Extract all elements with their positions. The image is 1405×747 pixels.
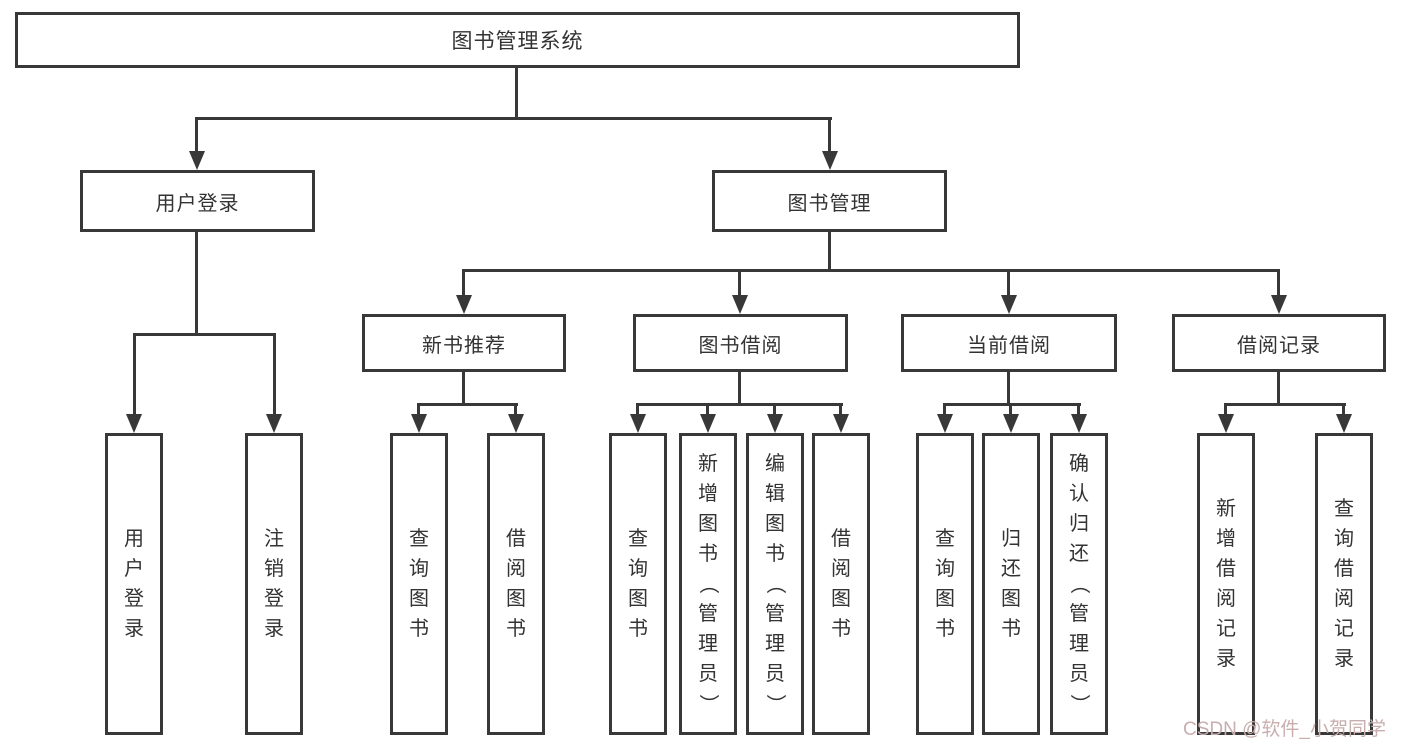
node-label: 图书管理 xyxy=(787,192,872,215)
connector-stub xyxy=(1007,269,1010,297)
node-label: 用户登录 xyxy=(155,192,240,215)
arrow-down-icon xyxy=(630,414,646,433)
connector-stub xyxy=(195,117,198,153)
leaf-query-books-current: 查询图书 xyxy=(916,433,974,735)
leaf-logout: 注销登录 xyxy=(245,433,303,735)
leaf-add-books-admin: 新增图书（管理员） xyxy=(679,433,737,735)
connector-stub xyxy=(1224,403,1227,416)
connector-root-split xyxy=(196,117,832,120)
connector-bookmgmt-drop xyxy=(828,232,831,272)
arrow-down-icon xyxy=(1218,414,1234,433)
connector-bookborrow-split xyxy=(636,403,843,406)
connector-stub xyxy=(133,333,136,415)
connector-stub xyxy=(273,333,276,415)
connector-stub xyxy=(828,117,831,153)
leaf-query-books-recommend: 查询图书 xyxy=(390,433,448,735)
node-label: 图书管理系统 xyxy=(451,30,584,53)
connector-newbook-split xyxy=(417,403,518,406)
arrow-down-icon xyxy=(126,414,142,433)
connector-stub xyxy=(1342,403,1345,416)
connector-stub xyxy=(839,403,842,416)
node-current-borrowing: 当前借阅 xyxy=(901,314,1117,372)
arrow-down-icon xyxy=(937,414,953,433)
leaf-edit-books-admin: 编辑图书（管理员） xyxy=(746,433,804,735)
leaf-add-borrow-record: 新增借阅记录 xyxy=(1197,433,1255,735)
arrow-down-icon xyxy=(1336,414,1352,433)
leaf-user-login: 用户登录 xyxy=(105,433,163,735)
arrow-down-icon xyxy=(411,414,427,433)
connector-stub xyxy=(636,403,639,416)
connector-bookborrow-drop xyxy=(738,372,741,406)
arrow-down-icon xyxy=(1071,414,1087,433)
connector-newbook-drop xyxy=(462,372,465,406)
node-user-login: 用户登录 xyxy=(80,170,315,232)
leaf-borrow-books-recommend: 借阅图书 xyxy=(487,433,545,735)
node-label: 图书借阅 xyxy=(698,334,783,357)
arrow-down-icon xyxy=(700,414,716,433)
connector-currentborrow-split xyxy=(943,403,1081,406)
node-book-management: 图书管理 xyxy=(712,170,947,232)
connector-root-drop xyxy=(515,68,518,118)
connector-stub xyxy=(706,403,709,416)
connector-currentborrow-drop xyxy=(1007,372,1010,406)
leaf-query-books-borrowing: 查询图书 xyxy=(609,433,667,735)
connector-records-drop xyxy=(1277,372,1280,406)
leaf-query-borrow-record: 查询借阅记录 xyxy=(1315,433,1373,735)
csdn-watermark: CSDN @软件_小贺同学 xyxy=(1183,719,1386,740)
leaf-borrow-books: 借阅图书 xyxy=(812,433,870,735)
node-book-borrowing: 图书借阅 xyxy=(633,314,848,372)
connector-stub xyxy=(417,403,420,416)
node-label: 借阅记录 xyxy=(1237,334,1321,357)
connector-stub xyxy=(773,403,776,416)
arrow-down-icon xyxy=(456,295,472,314)
connector-bookmgmt-split xyxy=(462,269,1280,272)
node-label: 当前借阅 xyxy=(967,334,1051,357)
connector-userlogin-split xyxy=(133,333,276,336)
arrow-down-icon xyxy=(508,414,524,433)
connector-stub xyxy=(462,269,465,297)
connector-stub xyxy=(1009,403,1012,416)
node-new-book-recommendation: 新书推荐 xyxy=(362,314,566,372)
connector-stub xyxy=(943,403,946,416)
connector-stub xyxy=(1277,269,1280,297)
arrow-down-icon xyxy=(767,414,783,433)
node-library-management-system: 图书管理系统 xyxy=(15,12,1020,68)
arrow-down-icon xyxy=(833,414,849,433)
arrow-down-icon xyxy=(1003,414,1019,433)
node-label: 新书推荐 xyxy=(422,334,506,357)
leaf-confirm-return-admin: 确认归还（管理员） xyxy=(1050,433,1108,735)
arrow-down-icon xyxy=(1001,295,1017,314)
arrow-down-icon xyxy=(1271,295,1287,314)
arrow-down-icon xyxy=(266,414,282,433)
arrow-down-icon xyxy=(732,295,748,314)
arrow-down-icon xyxy=(822,151,838,170)
connector-records-split xyxy=(1224,403,1346,406)
connector-stub xyxy=(738,269,741,297)
leaf-return-books: 归还图书 xyxy=(982,433,1040,735)
connector-userlogin-drop xyxy=(195,232,198,336)
connector-stub xyxy=(1077,403,1080,416)
arrow-down-icon xyxy=(189,151,205,170)
connector-stub xyxy=(514,403,517,416)
node-borrowing-records: 借阅记录 xyxy=(1172,314,1386,372)
